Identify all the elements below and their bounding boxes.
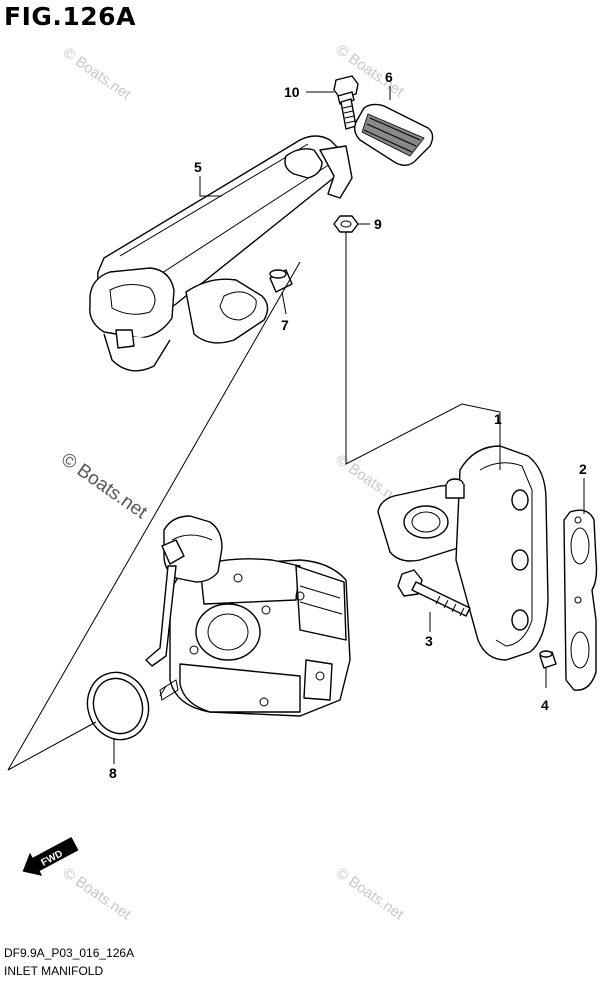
watermark-layer: © Boats.net © Boats.net © Boats.net © Bo… xyxy=(57,41,407,923)
callout-7: 7 xyxy=(281,317,289,333)
callout-labels: 10 6 5 9 7 1 2 3 4 8 xyxy=(109,69,587,781)
watermark: © Boats.net xyxy=(60,44,135,103)
part-1-manifold xyxy=(377,445,549,661)
callout-3: 3 xyxy=(425,633,433,649)
callout-2: 2 xyxy=(579,461,587,477)
part-4-pin xyxy=(539,650,557,669)
callout-4: 4 xyxy=(541,697,549,713)
callout-1: 1 xyxy=(494,411,502,427)
watermark: © Boats.net xyxy=(60,864,135,923)
part-7-collar xyxy=(269,269,293,293)
carburetor-assembly xyxy=(145,515,351,717)
figure-title: FIG.126A xyxy=(4,2,136,31)
part-9-nut xyxy=(333,215,359,233)
callout-6: 6 xyxy=(385,69,393,85)
figure-code: DF9.9A_P03_016_126A xyxy=(4,946,135,960)
part-2-gasket xyxy=(563,509,598,691)
part-6-screen xyxy=(353,103,434,166)
watermark-large: © Boats.net xyxy=(57,449,151,524)
watermark: © Boats.net xyxy=(333,864,408,923)
callout-5: 5 xyxy=(194,159,202,175)
part-5-silencer xyxy=(89,135,353,372)
part-8-o-ring xyxy=(86,671,150,741)
part-3-bolt xyxy=(397,569,471,617)
leader-lines xyxy=(7,86,585,771)
part-10-bolt xyxy=(333,75,359,130)
callout-8: 8 xyxy=(109,765,117,781)
figure-caption: INLET MANIFOLD xyxy=(4,964,104,978)
callout-9: 9 xyxy=(374,216,382,232)
fwd-label: FWD xyxy=(40,848,65,868)
callout-10: 10 xyxy=(284,84,300,100)
